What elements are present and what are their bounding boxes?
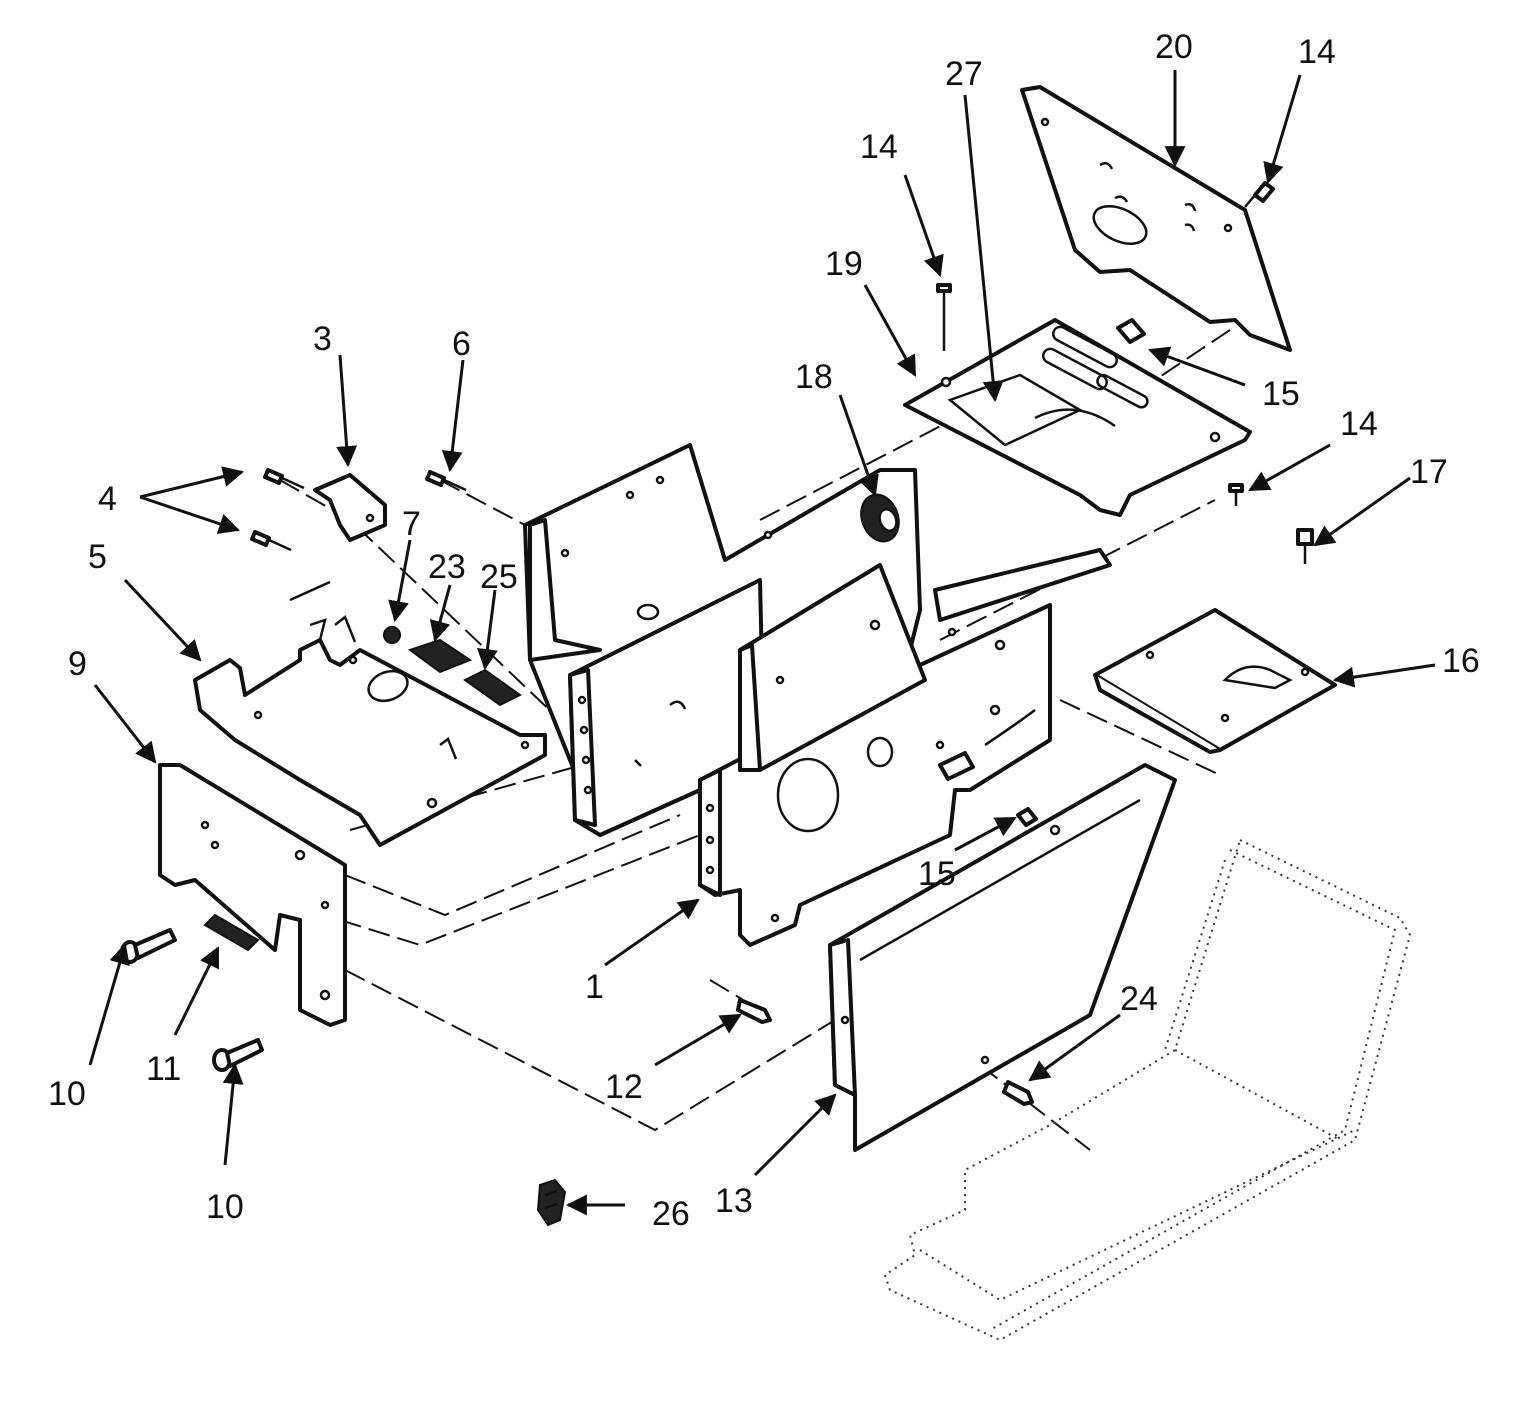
callout-19: 19	[825, 245, 863, 283]
callout-16: 16	[1442, 642, 1480, 680]
callout-20: 20	[1155, 28, 1193, 66]
part-15-clip-top	[1116, 318, 1146, 344]
callout-labels: 20 14 27 14 19 18 15 14 17 16 3 6 4 7 23…	[48, 28, 1480, 1233]
callout-27: 27	[945, 55, 983, 93]
callout-17: 17	[1410, 453, 1448, 491]
callout-6: 6	[452, 325, 471, 363]
part-26-clip	[536, 1178, 567, 1227]
part-16-bracket-plate	[1093, 608, 1337, 754]
part-24-screw	[1002, 1080, 1034, 1106]
callout-26: 26	[652, 1195, 690, 1233]
part-20-top-cover	[1020, 85, 1292, 352]
part-1-main-frame	[698, 603, 1052, 947]
callout-25: 25	[480, 558, 518, 596]
part-15-clip-mid	[1016, 807, 1038, 827]
callout-11: 11	[146, 1050, 181, 1088]
part-18-roller	[860, 493, 900, 543]
callout-9: 9	[68, 645, 87, 683]
callout-15-top: 15	[1262, 375, 1300, 413]
part-9-front-plate	[158, 763, 347, 1027]
part-6-screw	[425, 470, 467, 492]
callout-18: 18	[795, 358, 833, 396]
part-17-screw	[1296, 528, 1314, 564]
leader-arrows	[88, 70, 1436, 1216]
callout-15-mid: 15	[918, 855, 956, 893]
callout-10-left: 10	[48, 1075, 86, 1113]
part-14-screw-top	[1244, 181, 1275, 208]
callout-12: 12	[605, 1068, 643, 1106]
callout-10-bottom: 10	[206, 1188, 244, 1226]
callout-24: 24	[1120, 980, 1158, 1018]
callout-14-mid: 14	[860, 128, 898, 166]
part-25-spring	[463, 668, 522, 707]
callout-14-top: 14	[1298, 33, 1336, 71]
part-center-upright	[738, 548, 1112, 772]
callout-14-right: 14	[1340, 405, 1378, 443]
part-14-screw-right	[1228, 483, 1244, 506]
part-3-bracket	[313, 473, 387, 542]
callout-7: 7	[402, 505, 421, 543]
part-10-screw-b	[212, 1038, 264, 1072]
part-13-front-panel	[828, 763, 1177, 1152]
part-7-nut	[383, 626, 401, 644]
ghost-housing-outline	[883, 838, 1412, 1342]
part-19-base-plate	[903, 318, 1252, 517]
callout-23: 23	[428, 548, 466, 586]
part-23-spring	[407, 638, 473, 674]
callout-5: 5	[88, 538, 107, 576]
part-14-screw-mid	[936, 283, 952, 351]
callout-1: 1	[585, 968, 604, 1006]
part-10-screw-a	[120, 928, 177, 964]
callout-3: 3	[313, 320, 332, 358]
part-12-screw	[736, 998, 772, 1024]
part-11-spring	[203, 913, 260, 952]
part-4-screws	[250, 468, 305, 552]
part-5-chassis-plate	[193, 580, 547, 847]
callout-4: 4	[98, 480, 117, 518]
callout-13: 13	[715, 1182, 753, 1220]
